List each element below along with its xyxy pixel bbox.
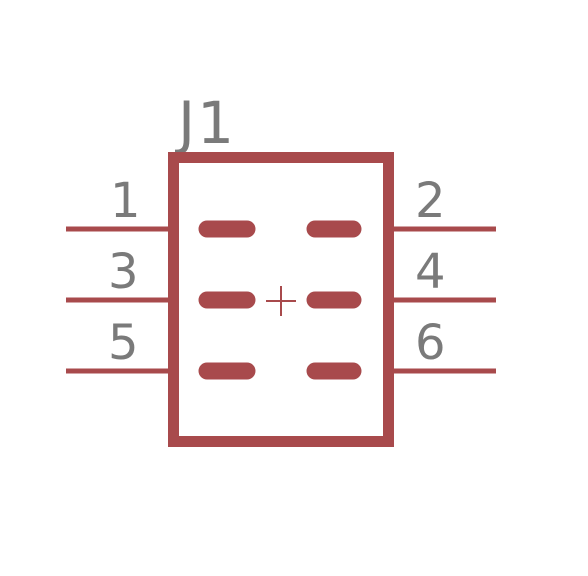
pin-5-number: 5 bbox=[108, 315, 139, 371]
pin-3-number: 3 bbox=[108, 244, 139, 300]
pin-4-number: 4 bbox=[415, 244, 446, 300]
pin-6-number: 6 bbox=[415, 315, 446, 371]
plus-icon bbox=[266, 286, 296, 316]
connector-body-outline bbox=[168, 152, 394, 447]
pin-2-number: 2 bbox=[415, 173, 446, 229]
pin-1-number: 1 bbox=[110, 173, 141, 229]
reference-designator: J1 bbox=[175, 89, 236, 157]
